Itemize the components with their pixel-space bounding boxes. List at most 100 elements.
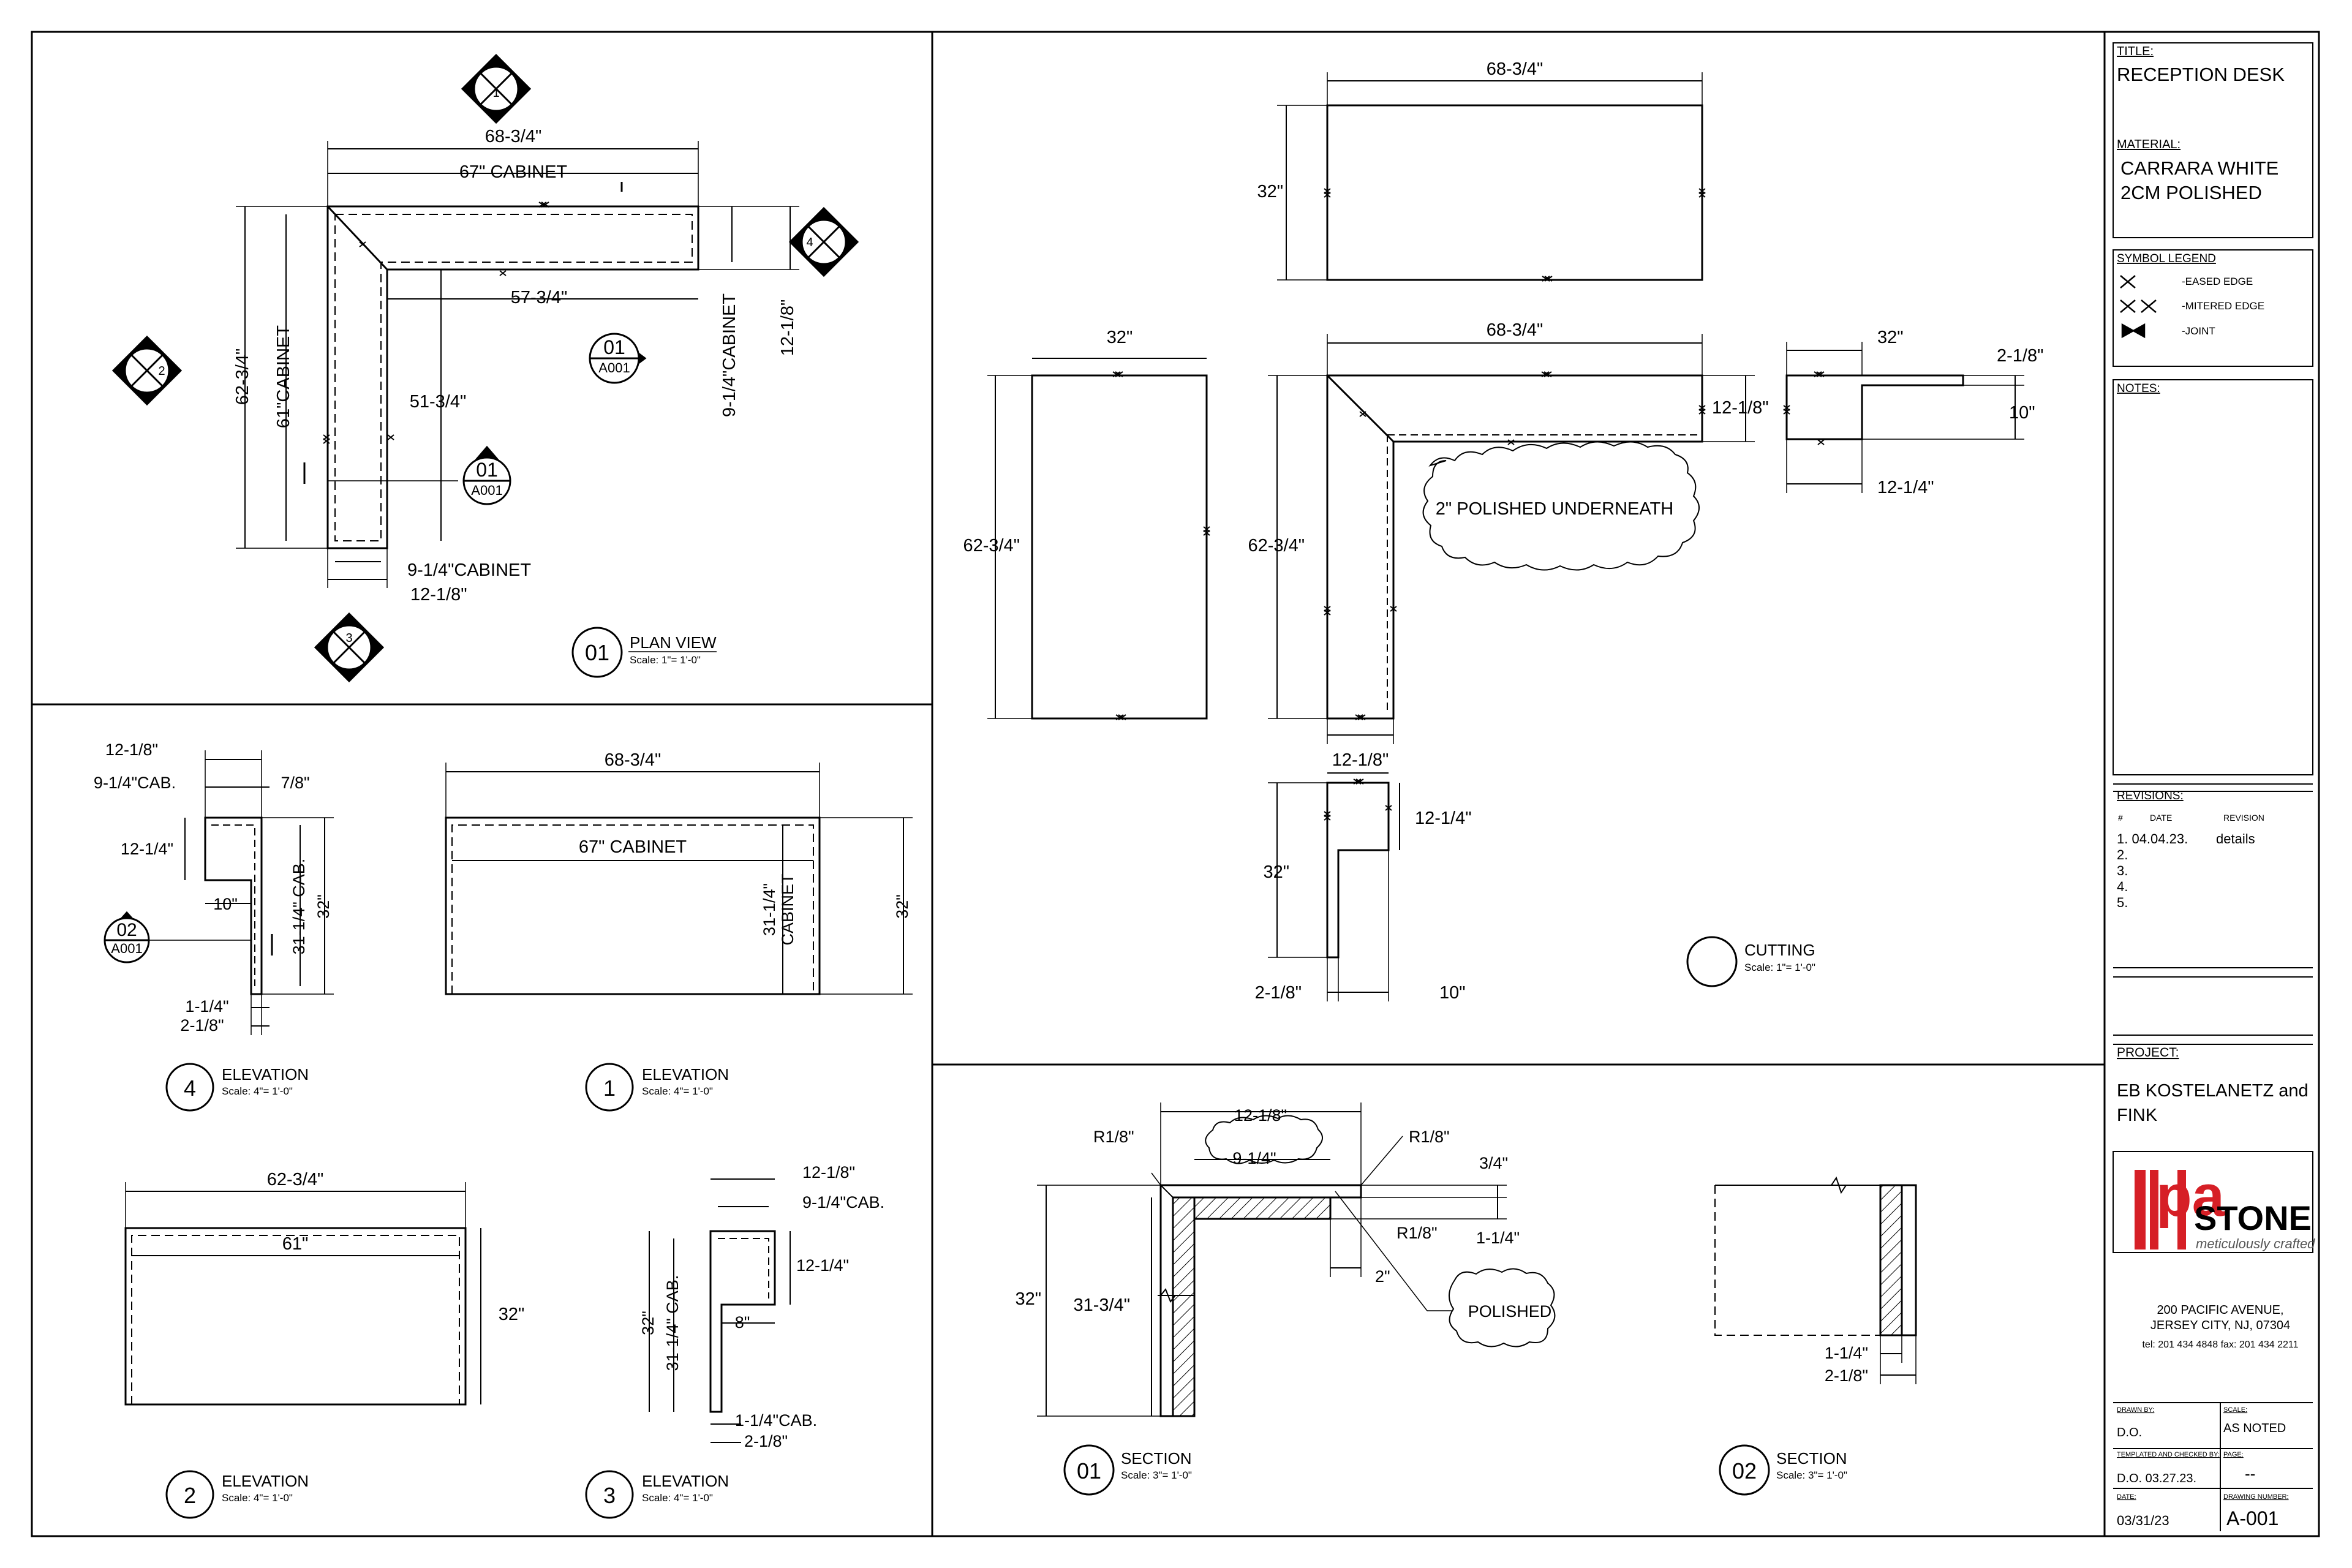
view-marker-4-icon — [788, 206, 859, 277]
scale: AS NOTED — [2223, 1422, 2286, 1435]
view-scale: Scale: 4"= 1'-0" — [642, 1492, 713, 1504]
tag-number: 02 — [116, 920, 137, 940]
dim-text: 32" — [499, 1305, 525, 1324]
material-value: CARRARA WHITE — [2120, 157, 2278, 179]
view-title-bubble-icon — [165, 1470, 214, 1519]
rev-col: DATE — [2150, 813, 2172, 823]
dim-text: 1-1/4" — [1825, 1344, 1868, 1362]
view-number: 2 — [184, 1483, 196, 1508]
view-title-bubble-icon — [1063, 1444, 1115, 1496]
view-number: 02 — [1732, 1458, 1757, 1483]
dim-text: 2-1/8" — [180, 1016, 224, 1035]
dim-text: 32" — [893, 894, 911, 919]
dim-text: 12-1/4" — [796, 1256, 849, 1275]
material-value: 2CM POLISHED — [2120, 182, 2262, 203]
dim-text: 12-1/8" — [1712, 398, 1769, 418]
date: 03/31/23 — [2117, 1513, 2169, 1528]
date-label: DATE: — [2117, 1493, 2136, 1501]
material-label: MATERIAL: — [2117, 138, 2180, 151]
dim-text: 32" — [1263, 862, 1289, 882]
legend-item: -JOINT — [2182, 325, 2215, 337]
dim-text: 2" — [1375, 1267, 1390, 1286]
dim-text: R1/8" — [1396, 1224, 1438, 1242]
revision-row: 2. — [2117, 847, 2128, 862]
view-title-bubble-icon — [165, 1063, 214, 1112]
joint-icon — [2121, 323, 2146, 339]
view-marker-2-icon — [111, 335, 183, 406]
dim-text: 12-1/8" — [1234, 1106, 1287, 1125]
scale-label: SCALE: — [2223, 1406, 2247, 1414]
elevation-1 — [445, 763, 913, 1112]
dim-text: 32" — [639, 1311, 657, 1335]
view-scale: Scale: 1"= 1'-0" — [630, 654, 701, 666]
plan-view — [236, 141, 799, 588]
view-scale: Scale: 4"= 1'-0" — [222, 1492, 293, 1504]
dim-text: 9-1/4"CABINET — [720, 293, 739, 417]
view-title: ELEVATION — [222, 1065, 309, 1084]
view-title: SECTION — [1776, 1449, 1847, 1468]
tag-ref: A001 — [471, 483, 502, 498]
dim-text: 32" — [314, 894, 333, 919]
dim-text: 10" — [2009, 403, 2035, 423]
dim-text: 32" — [1015, 1289, 1041, 1309]
tag-number: 01 — [603, 336, 625, 358]
dim-text: 1-1/4"CAB. — [735, 1411, 817, 1430]
page-label: PAGE: — [2223, 1451, 2244, 1458]
dim-text: 32" — [1877, 328, 1904, 347]
dim-text: 62-3/4" — [233, 349, 252, 405]
phone: tel: 201 434 4848 fax: 201 434 2211 — [2142, 1340, 2298, 1350]
dim-text: 68-3/4" — [1487, 320, 1544, 340]
view-title-bubble-icon — [1719, 1444, 1770, 1496]
revision-row: 4. — [2117, 879, 2128, 894]
view-scale: Scale: 4"= 1'-0" — [642, 1085, 713, 1097]
view-title-bubble-icon — [585, 1063, 634, 1112]
legend-item: -MITERED EDGE — [2182, 300, 2264, 312]
checked-label: TEMPLATED AND CHECKED BY: — [2117, 1451, 2220, 1458]
dim-text: 9-1/4"CAB. — [94, 774, 176, 792]
checked: D.O. 03.27.23. — [2117, 1472, 2196, 1485]
marker-number: 4 — [806, 236, 813, 249]
view-number: 4 — [184, 1076, 196, 1101]
legend-symbols — [2120, 275, 2157, 339]
dim-text: 68-3/4" — [485, 127, 542, 146]
view-marker-3-icon — [314, 612, 385, 683]
title-block-frame — [2113, 42, 2313, 1531]
dim-text: 51-3/4" — [410, 392, 467, 412]
dim-text: 31-1/4" CAB. — [290, 859, 308, 955]
drawn-by: D.O. — [2117, 1426, 2142, 1439]
view-number: 01 — [1077, 1458, 1101, 1483]
logo-stone: STONE — [2194, 1199, 2312, 1237]
dim-text: 61"CABINET — [274, 325, 293, 429]
revision-detail: details — [2216, 831, 2255, 846]
dim-text: 10" — [213, 895, 238, 913]
title-label: TITLE: — [2117, 45, 2154, 58]
dim-text: R1/8" — [1093, 1128, 1134, 1146]
eased-edge-icon — [2120, 275, 2136, 288]
view-title: ELEVATION — [642, 1065, 729, 1084]
view-title: CUTTING — [1744, 941, 1815, 959]
view-title-bubble-icon — [571, 627, 623, 678]
plan-view-markers — [111, 53, 859, 683]
address: 200 PACIFIC AVENUE, — [2157, 1303, 2283, 1317]
view-number: 3 — [603, 1483, 616, 1508]
project-value: EB KOSTELANETZ and — [2117, 1081, 2309, 1101]
dim-text: 9-1/4" — [1232, 1149, 1276, 1167]
rev-col: # — [2118, 813, 2123, 823]
view-title: SECTION — [1121, 1449, 1192, 1468]
dim-text: 1-1/4" — [185, 997, 228, 1016]
view-scale: Scale: 3"= 1'-0" — [1121, 1469, 1192, 1481]
revision-row: 5. — [2117, 895, 2128, 910]
dim-text: 32" — [1257, 182, 1283, 202]
dim-text: 67" CABINET — [459, 162, 568, 182]
view-scale: Scale: 1"= 1'-0" — [1744, 962, 1815, 973]
plan-view-edge-symbols — [323, 202, 549, 444]
dim-text: 10" — [1439, 983, 1466, 1003]
cloud-note: POLISHED — [1468, 1302, 1552, 1321]
dim-text: 62-3/4" — [963, 536, 1020, 556]
dim-text: 67" CABINET — [579, 837, 687, 857]
view-marker-1-icon — [461, 53, 532, 124]
view-title: ELEVATION — [642, 1472, 729, 1490]
address: JERSEY CITY, NJ, 07304 — [2150, 1319, 2290, 1332]
elevation-2 — [124, 1182, 481, 1519]
